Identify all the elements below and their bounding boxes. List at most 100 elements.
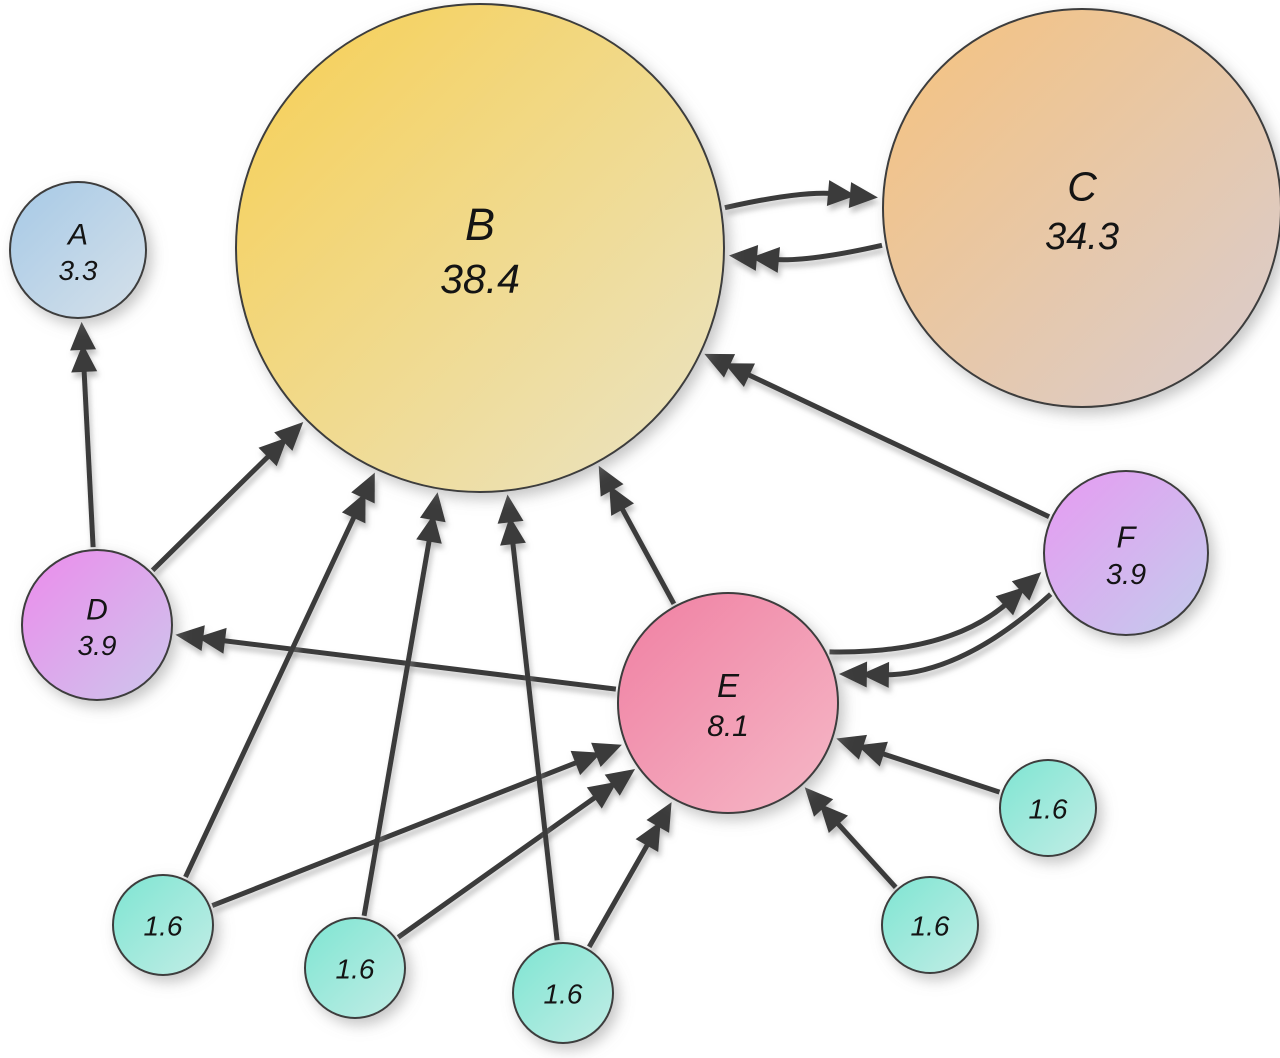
arrow-head-icon — [751, 247, 780, 273]
arrow-head-icon — [724, 363, 755, 387]
arrow-shaft — [81, 364, 96, 548]
arrow-shaft — [617, 502, 677, 605]
arrow-head-icon — [598, 465, 624, 497]
edge-D-B — [150, 422, 304, 573]
arrow-head-icon — [646, 802, 672, 833]
arrow-head-icon — [604, 769, 636, 796]
arrow-head-icon — [197, 627, 227, 654]
node-value: 3.3 — [59, 255, 98, 286]
edge-P2-E — [396, 769, 636, 940]
arrow-head-icon — [70, 321, 96, 351]
node-circle — [881, 876, 979, 974]
arrow-head-icon — [570, 750, 602, 776]
node-value: 1.6 — [144, 911, 183, 942]
arrow-head-icon — [591, 742, 622, 767]
node-value: 1.6 — [911, 911, 950, 942]
node-label: A — [66, 219, 88, 252]
arrow-head-icon — [826, 180, 856, 206]
arrow-head-icon — [420, 492, 446, 523]
arrow-head-icon — [704, 353, 736, 378]
edge-P3-E — [587, 802, 672, 949]
edge-P2-B — [361, 492, 446, 917]
edge-E-B — [598, 465, 677, 605]
node-P4: 1.6 — [881, 876, 979, 974]
edge-P5-E — [836, 734, 1001, 795]
edge-D-A — [70, 321, 98, 548]
arrow-shaft — [771, 242, 883, 263]
node-value: 38.4 — [440, 256, 520, 302]
node-label: B — [465, 199, 495, 250]
arrow-head-icon — [175, 625, 205, 651]
node-value: 1.6 — [544, 979, 583, 1010]
arrow-shaft — [183, 510, 359, 879]
node-value: 3.9 — [1106, 559, 1146, 591]
arrow-head-icon — [729, 245, 759, 271]
edge-P3-B — [497, 494, 560, 941]
node-label: D — [86, 594, 108, 627]
arrow-head-icon — [836, 734, 867, 760]
edge-layer — [70, 180, 1053, 949]
arrow-shaft — [829, 599, 1012, 655]
node-value: 3.9 — [78, 630, 117, 661]
node-D: D3.9 — [21, 549, 173, 701]
arrow-head-icon — [274, 422, 304, 451]
arrow-shaft — [587, 838, 653, 949]
node-P3: 1.6 — [512, 942, 614, 1044]
arrow-head-icon — [609, 485, 634, 516]
arrow-head-icon — [500, 516, 526, 546]
node-label: C — [1067, 164, 1097, 210]
arrow-shaft — [211, 758, 583, 908]
node-label: E — [717, 667, 740, 704]
node-layer: A3.3B38.4C34.3D3.9E8.1F3.91.61.61.61.61.… — [9, 3, 1280, 1044]
arrow-head-icon — [860, 661, 890, 688]
edge-P4-E — [804, 787, 898, 889]
edge-C-B — [729, 242, 883, 273]
node-circle — [882, 8, 1280, 408]
arrow-head-icon — [1011, 572, 1042, 601]
arrow-shaft — [831, 817, 898, 889]
node-circle — [9, 181, 147, 319]
arrow-shaft — [150, 450, 275, 573]
arrow-head-icon — [586, 781, 618, 809]
arrow-shaft — [724, 190, 836, 211]
node-circle — [1043, 470, 1209, 636]
node-C: C34.3 — [882, 8, 1280, 408]
node-circle — [112, 874, 214, 976]
node-P1: 1.6 — [112, 874, 214, 976]
node-value: 1.6 — [336, 954, 375, 985]
arrow-shaft — [742, 369, 1051, 519]
arrow-head-icon — [635, 821, 661, 852]
node-P2: 1.6 — [304, 917, 406, 1019]
arrow-head-icon — [497, 494, 524, 524]
arrow-head-icon — [838, 661, 868, 688]
arrow-head-icon — [995, 586, 1025, 616]
edge-F-E — [838, 592, 1053, 688]
node-circle — [235, 3, 725, 493]
edge-E-F — [829, 572, 1042, 655]
node-label: F — [1117, 519, 1138, 554]
node-P5: 1.6 — [999, 759, 1097, 857]
edge-E-D — [175, 625, 617, 692]
node-F: F 3.9 — [1043, 470, 1209, 636]
node-circle — [999, 759, 1097, 857]
edge-B-C — [724, 180, 878, 211]
arrow-head-icon — [819, 803, 848, 833]
arrow-head-icon — [258, 437, 288, 467]
arrow-head-icon — [804, 787, 834, 817]
arrow-shaft — [396, 791, 602, 940]
arrow-shaft — [876, 749, 1001, 795]
arrow-shaft — [509, 536, 560, 941]
arrow-head-icon — [848, 182, 878, 208]
arrow-shaft — [361, 534, 433, 917]
node-circle — [617, 592, 839, 814]
node-E: E8.1 — [617, 592, 839, 814]
arrow-head-icon — [71, 343, 98, 373]
edge-F-B — [704, 353, 1051, 519]
node-value: 1.6 — [1029, 794, 1068, 825]
arrow-head-icon — [341, 492, 366, 524]
node-A: A3.3 — [9, 181, 147, 319]
arrow-shaft — [881, 592, 1053, 678]
node-circle — [21, 549, 173, 701]
